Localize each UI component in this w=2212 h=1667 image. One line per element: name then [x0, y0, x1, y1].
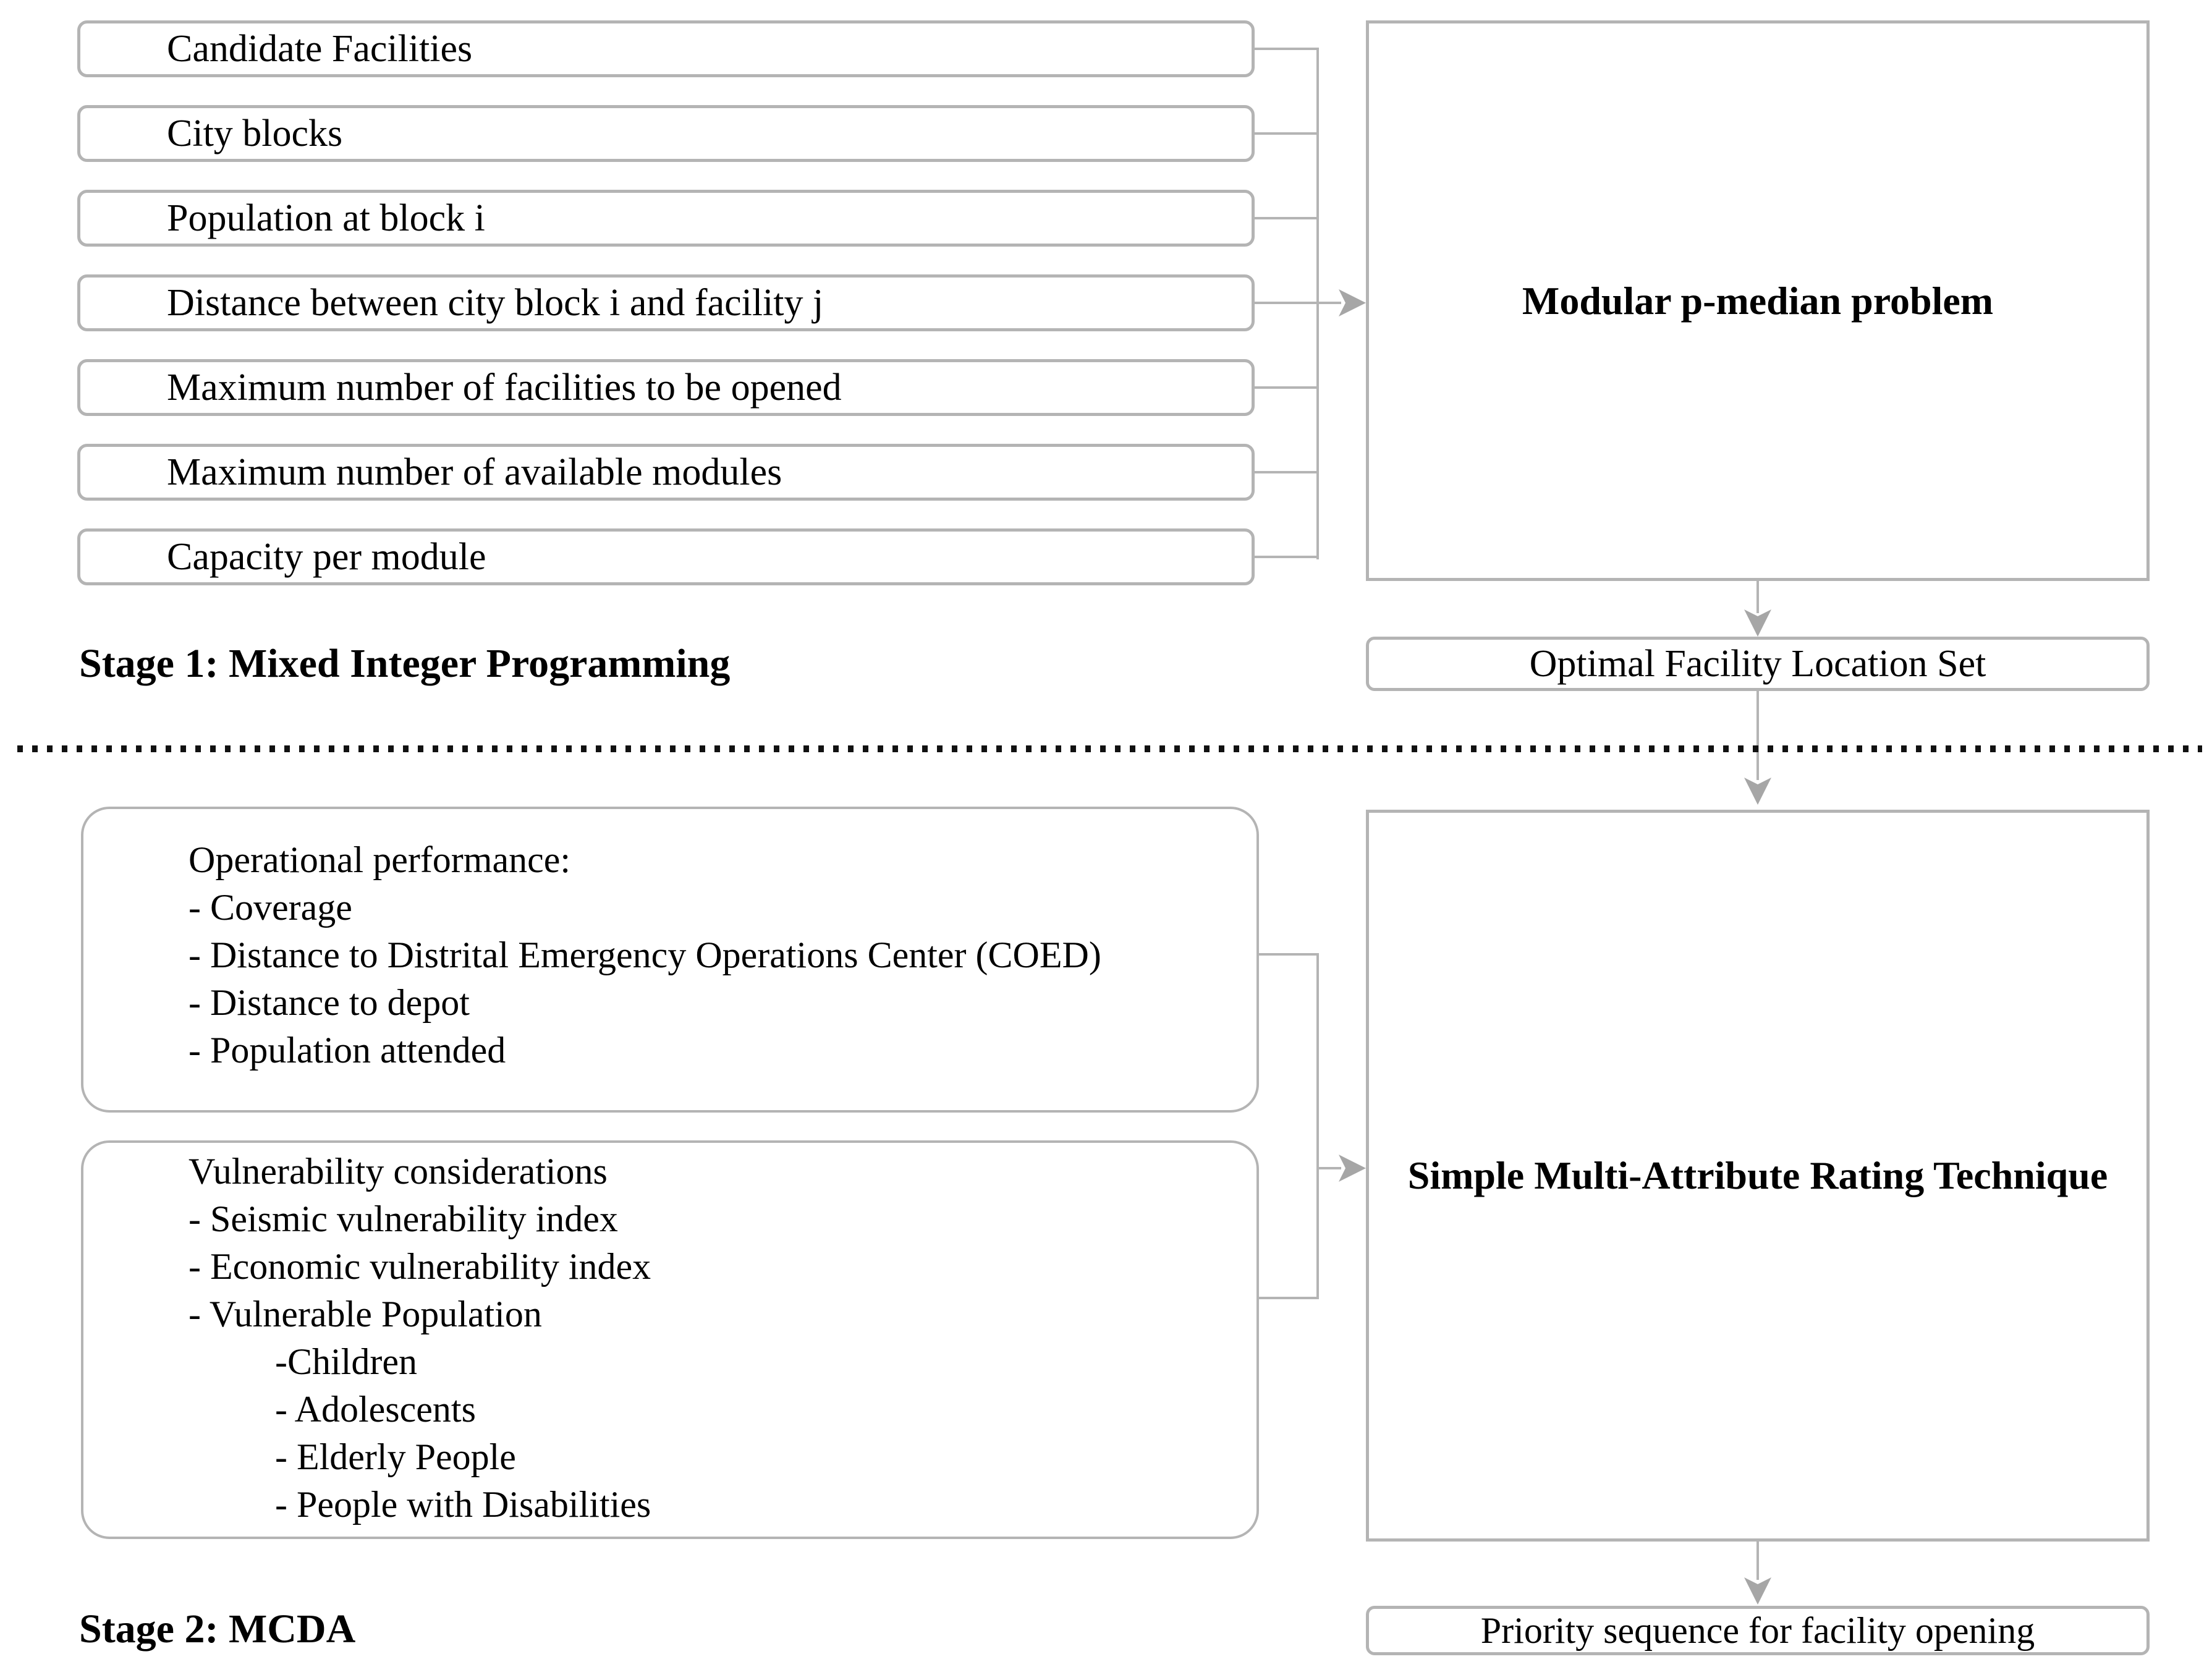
- connector-stub: [1255, 386, 1319, 389]
- arrowhead-down-icon: [1744, 778, 1771, 805]
- input-box-label: Maximum number of available modules: [167, 451, 782, 493]
- input-box-distance: Distance between city block i and facili…: [77, 274, 1255, 331]
- criteria-item: - Coverage: [189, 887, 352, 928]
- process-box-title: Modular p-median problem: [1522, 278, 1994, 323]
- criteria-box-operational: Operational performance: - Coverage - Di…: [81, 807, 1259, 1113]
- arrowhead-down-icon: [1744, 609, 1771, 637]
- criteria-item: - Economic vulnerability index: [189, 1246, 651, 1287]
- input-box-label: Candidate Facilities: [167, 27, 473, 70]
- arrowhead-right-icon: [1339, 289, 1366, 316]
- input-box-label: Capacity per module: [167, 535, 486, 578]
- connector-stub: [1255, 132, 1319, 135]
- connector-trunk: [1316, 953, 1319, 1299]
- criteria-box-vulnerability: Vulnerability considerations - Seismic v…: [81, 1140, 1259, 1539]
- process-arrow-stem: [1255, 302, 1341, 304]
- criteria-item: - Distance to Distrital Emergency Operat…: [189, 935, 1101, 975]
- criteria-item: - Population attended: [189, 1030, 506, 1071]
- connector-stub: [1255, 471, 1319, 473]
- criteria-subitem: - People with Disabilities: [275, 1484, 651, 1525]
- output-box-location-set: Optimal Facility Location Set: [1366, 637, 2150, 691]
- criteria-item: - Seismic vulnerability index: [189, 1198, 618, 1239]
- input-box-label: Distance between city block i and facili…: [167, 281, 824, 324]
- criteria-subitem: - Adolescents: [275, 1389, 476, 1430]
- output-box-label: Priority sequence for facility opening: [1480, 1610, 2035, 1651]
- process-box-smart: Simple Multi-Attribute Rating Technique: [1366, 810, 2150, 1542]
- input-box-max-modules: Maximum number of available modules: [77, 444, 1255, 501]
- connector-stub: [1255, 217, 1319, 219]
- criteria-group-title: Vulnerability considerations: [189, 1151, 608, 1192]
- input-box-city-blocks: City blocks: [77, 105, 1255, 162]
- connector-stub: [1255, 556, 1319, 558]
- process-box-p-median: Modular p-median problem: [1366, 20, 2150, 581]
- input-box-max-facilities: Maximum number of facilities to be opene…: [77, 359, 1255, 416]
- criteria-subitem: - Elderly People: [275, 1436, 516, 1477]
- criteria-item: - Distance to depot: [189, 982, 470, 1023]
- input-box-candidate-facilities: Candidate Facilities: [77, 20, 1255, 77]
- input-box-label: Population at block i: [167, 197, 485, 239]
- criteria-group-title: Operational performance:: [189, 839, 571, 880]
- criteria-text: Operational performance: - Coverage - Di…: [189, 836, 1101, 1074]
- down-arrow-stem: [1756, 581, 1759, 613]
- arrowhead-down-icon: [1744, 1577, 1771, 1605]
- input-box-label: City blocks: [167, 112, 343, 155]
- output-box-priority-sequence: Priority sequence for facility opening: [1366, 1606, 2150, 1655]
- down-arrow-stem: [1756, 1542, 1759, 1580]
- connector-stub: [1259, 953, 1319, 956]
- process-arrow-stem: [1316, 1167, 1341, 1169]
- input-box-capacity: Capacity per module: [77, 528, 1255, 585]
- criteria-text: Vulnerability considerations - Seismic v…: [189, 1148, 651, 1529]
- input-box-population: Population at block i: [77, 190, 1255, 247]
- stage1-heading: Stage 1: Mixed Integer Programming: [79, 641, 731, 686]
- output-box-label: Optimal Facility Location Set: [1529, 642, 1986, 685]
- criteria-item: - Vulnerable Population: [189, 1294, 542, 1334]
- connector-stub: [1255, 48, 1319, 50]
- arrowhead-right-icon: [1339, 1155, 1366, 1182]
- process-box-title: Simple Multi-Attribute Rating Technique: [1407, 1153, 2108, 1197]
- stage2-heading: Stage 2: MCDA: [79, 1606, 356, 1652]
- down-arrow-stem: [1756, 691, 1759, 780]
- input-box-label: Maximum number of facilities to be opene…: [167, 366, 842, 409]
- stage-divider-dotted-line: [17, 745, 2202, 752]
- criteria-subitem: -Children: [275, 1341, 417, 1382]
- connector-stub: [1259, 1297, 1319, 1299]
